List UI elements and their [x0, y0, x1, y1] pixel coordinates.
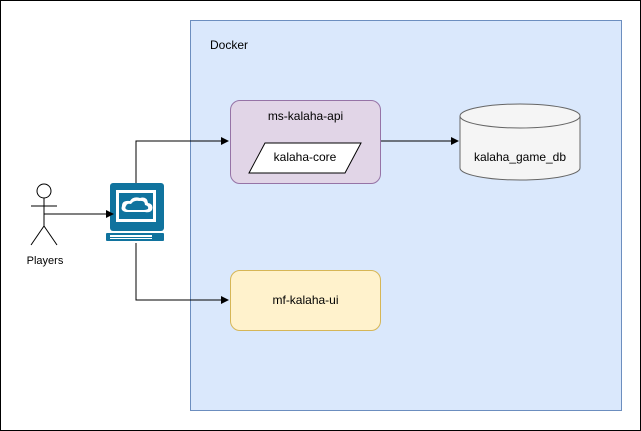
docker-container	[190, 20, 622, 411]
mf-kalaha-ui-node: mf-kalaha-ui	[230, 270, 381, 331]
players-label: Players	[26, 255, 64, 267]
docker-label: Docker	[210, 38, 249, 52]
mf-kalaha-ui-label: mf-kalaha-ui	[272, 293, 339, 307]
kalaha-core-shape	[248, 142, 362, 174]
computer-to-api-arrow	[135, 137, 229, 183]
kalaha-game-db-label: kalaha_game_db	[473, 150, 567, 164]
computer-to-ui-arrow	[135, 243, 229, 304]
database-cylinder-icon	[459, 103, 581, 181]
stick-figure-icon	[30, 183, 58, 246]
ms-kalaha-api-label: ms-kalaha-api	[267, 109, 344, 123]
kalaha-core-label: kalaha-core	[273, 150, 337, 164]
computer-icon	[106, 183, 164, 241]
